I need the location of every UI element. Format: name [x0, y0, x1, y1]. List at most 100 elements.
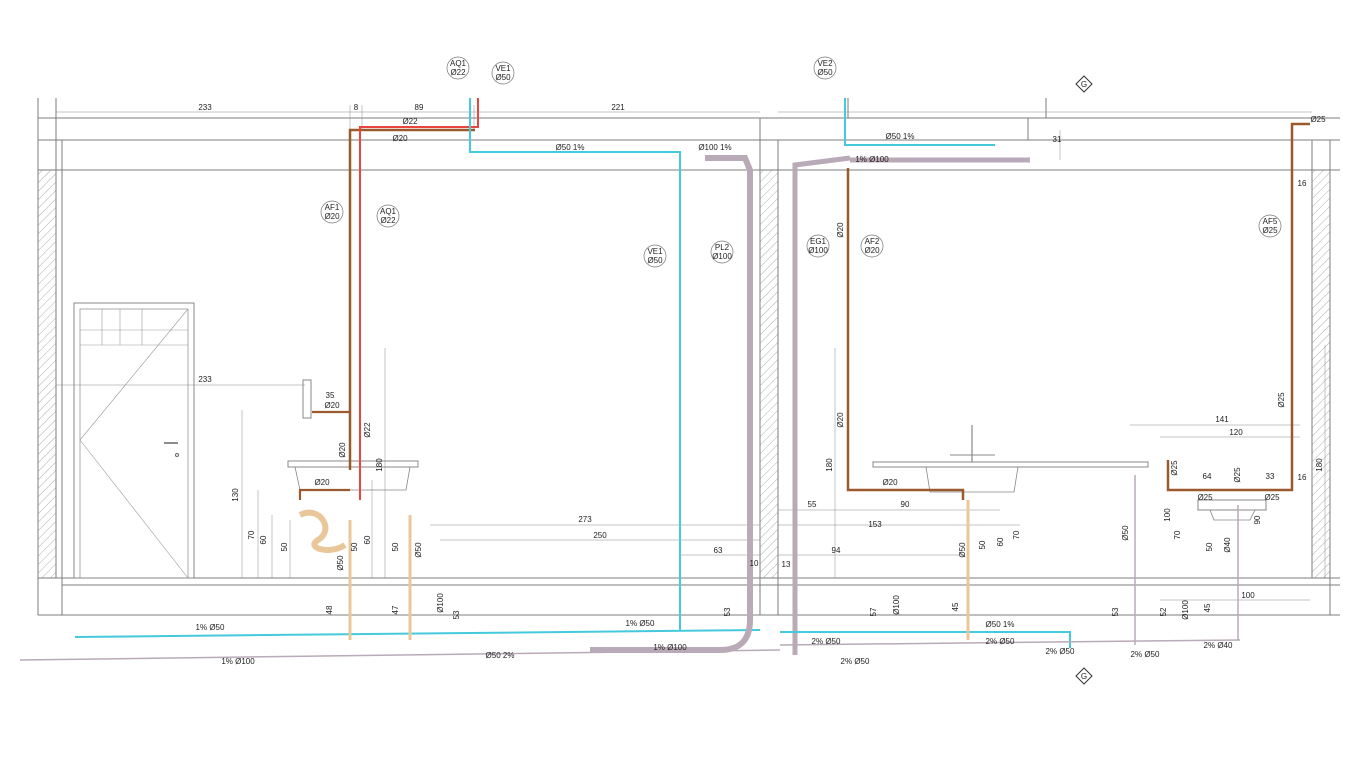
svg-text:AF2: AF2 [865, 237, 880, 246]
label: 60 [363, 535, 372, 544]
label: 70 [1173, 530, 1182, 539]
label: Ø100 [892, 595, 901, 615]
pipe-right-floor [779, 639, 1241, 646]
label: Ø50 [958, 542, 967, 558]
label: 64 [1203, 472, 1212, 481]
svg-text:Ø50: Ø50 [817, 68, 833, 77]
label: 63 [714, 546, 723, 555]
svg-text:AQ1: AQ1 [450, 59, 467, 68]
svg-text:Ø20: Ø20 [324, 212, 340, 221]
label: 180 [375, 458, 384, 472]
label: 53 [1111, 607, 1120, 616]
label: 48 [325, 605, 334, 614]
pipe-ve2-vent [844, 98, 995, 146]
label: Ø20 [836, 222, 845, 238]
label: Ø100 [1181, 600, 1190, 620]
svg-text:AF5: AF5 [1263, 217, 1278, 226]
label: 45 [1203, 603, 1212, 612]
label: Ø20 [392, 134, 408, 143]
section-marker-bottom: G [1075, 667, 1093, 685]
label: 1% Ø100 [653, 643, 687, 652]
tag-aq1-top: AQ1 Ø22 [446, 56, 470, 80]
label: Ø20 [324, 401, 340, 410]
label: 233 [198, 103, 212, 112]
pipe-pl2-soil [590, 155, 753, 653]
label: 50 [280, 542, 289, 551]
svg-text:Ø22: Ø22 [380, 216, 396, 225]
label: 1% Ø50 [196, 623, 225, 632]
label: Ø50 2% [486, 651, 515, 660]
middle-wall-hatch [759, 169, 779, 579]
svg-text:Ø100: Ø100 [712, 252, 732, 261]
label: Ø25 [1170, 460, 1179, 476]
label: 90 [901, 500, 910, 509]
label: Ø25 [1277, 392, 1286, 408]
label: Ø25 [1264, 493, 1280, 502]
tag-pl2: PL2 Ø100 [710, 240, 734, 264]
label: 35 [326, 391, 335, 400]
label: 120 [1229, 428, 1243, 437]
tag-af5: AF5 Ø25 [1258, 214, 1282, 238]
label: 57 [869, 607, 878, 616]
left-wall-hatch [37, 169, 57, 579]
siphon [298, 509, 347, 553]
pipe-af1-cold [348, 128, 475, 470]
kitchen-sink [872, 425, 1149, 493]
label: Ø50 [336, 555, 345, 571]
label: Ø25 [1310, 115, 1326, 124]
dimension-lines [56, 105, 1326, 601]
svg-text:EG1: EG1 [810, 237, 827, 246]
pipe-aq1-hot [359, 98, 479, 500]
right-wall-hatch [1311, 169, 1331, 579]
label: 2% Ø50 [986, 637, 1015, 646]
label: Ø50 1% [556, 143, 585, 152]
label: Ø22 [402, 117, 418, 126]
pipe-soil-floor [19, 649, 781, 661]
label: Ø20 [338, 442, 347, 458]
label: 55 [808, 500, 817, 509]
tag-eg1: EG1 Ø100 [806, 234, 830, 258]
svg-text:AQ1: AQ1 [380, 207, 397, 216]
label: 50 [1205, 542, 1214, 551]
label: 2% Ø50 [841, 657, 870, 666]
svg-text:AF1: AF1 [325, 203, 340, 212]
label: 89 [415, 103, 424, 112]
label: Ø20 [314, 478, 330, 487]
label: Ø50 [1121, 525, 1130, 541]
pipe-cold-basin [298, 488, 350, 500]
svg-text:VE2: VE2 [817, 59, 833, 68]
label: 2% Ø40 [1204, 641, 1233, 650]
label: 47 [391, 605, 400, 614]
label: Ø50 1% [886, 132, 915, 141]
label: 53 [452, 610, 461, 619]
label: 10 [750, 559, 759, 568]
label: 50 [391, 542, 400, 551]
label: 273 [578, 515, 592, 524]
label: 94 [832, 546, 841, 555]
pipe-ve1-vent [469, 98, 681, 630]
label: 33 [1266, 472, 1275, 481]
label: 233 [198, 375, 212, 384]
label: 180 [1315, 458, 1324, 472]
label: 60 [996, 537, 1005, 546]
tag-aq1-mid: AQ1 Ø22 [376, 204, 400, 228]
label: 1% Ø100 [855, 155, 889, 164]
label: 221 [611, 103, 625, 112]
svg-text:Ø22: Ø22 [450, 68, 466, 77]
label: 52 [1159, 607, 1168, 616]
svg-text:Ø20: Ø20 [864, 246, 880, 255]
pipe-af2-cold [846, 168, 965, 500]
tag-ve1-top: VE1 Ø50 [491, 61, 515, 85]
right-washbasin [1197, 499, 1267, 521]
label: Ø25 [1233, 467, 1242, 483]
label: Ø100 [436, 593, 445, 613]
label: 2% Ø50 [812, 637, 841, 646]
label: 31 [1053, 135, 1062, 144]
svg-text:PL2: PL2 [715, 243, 730, 252]
label: Ø40 [1223, 537, 1232, 553]
pipe-right-waste [780, 631, 1071, 648]
svg-text:G: G [1081, 672, 1087, 681]
label: 16 [1298, 473, 1307, 482]
